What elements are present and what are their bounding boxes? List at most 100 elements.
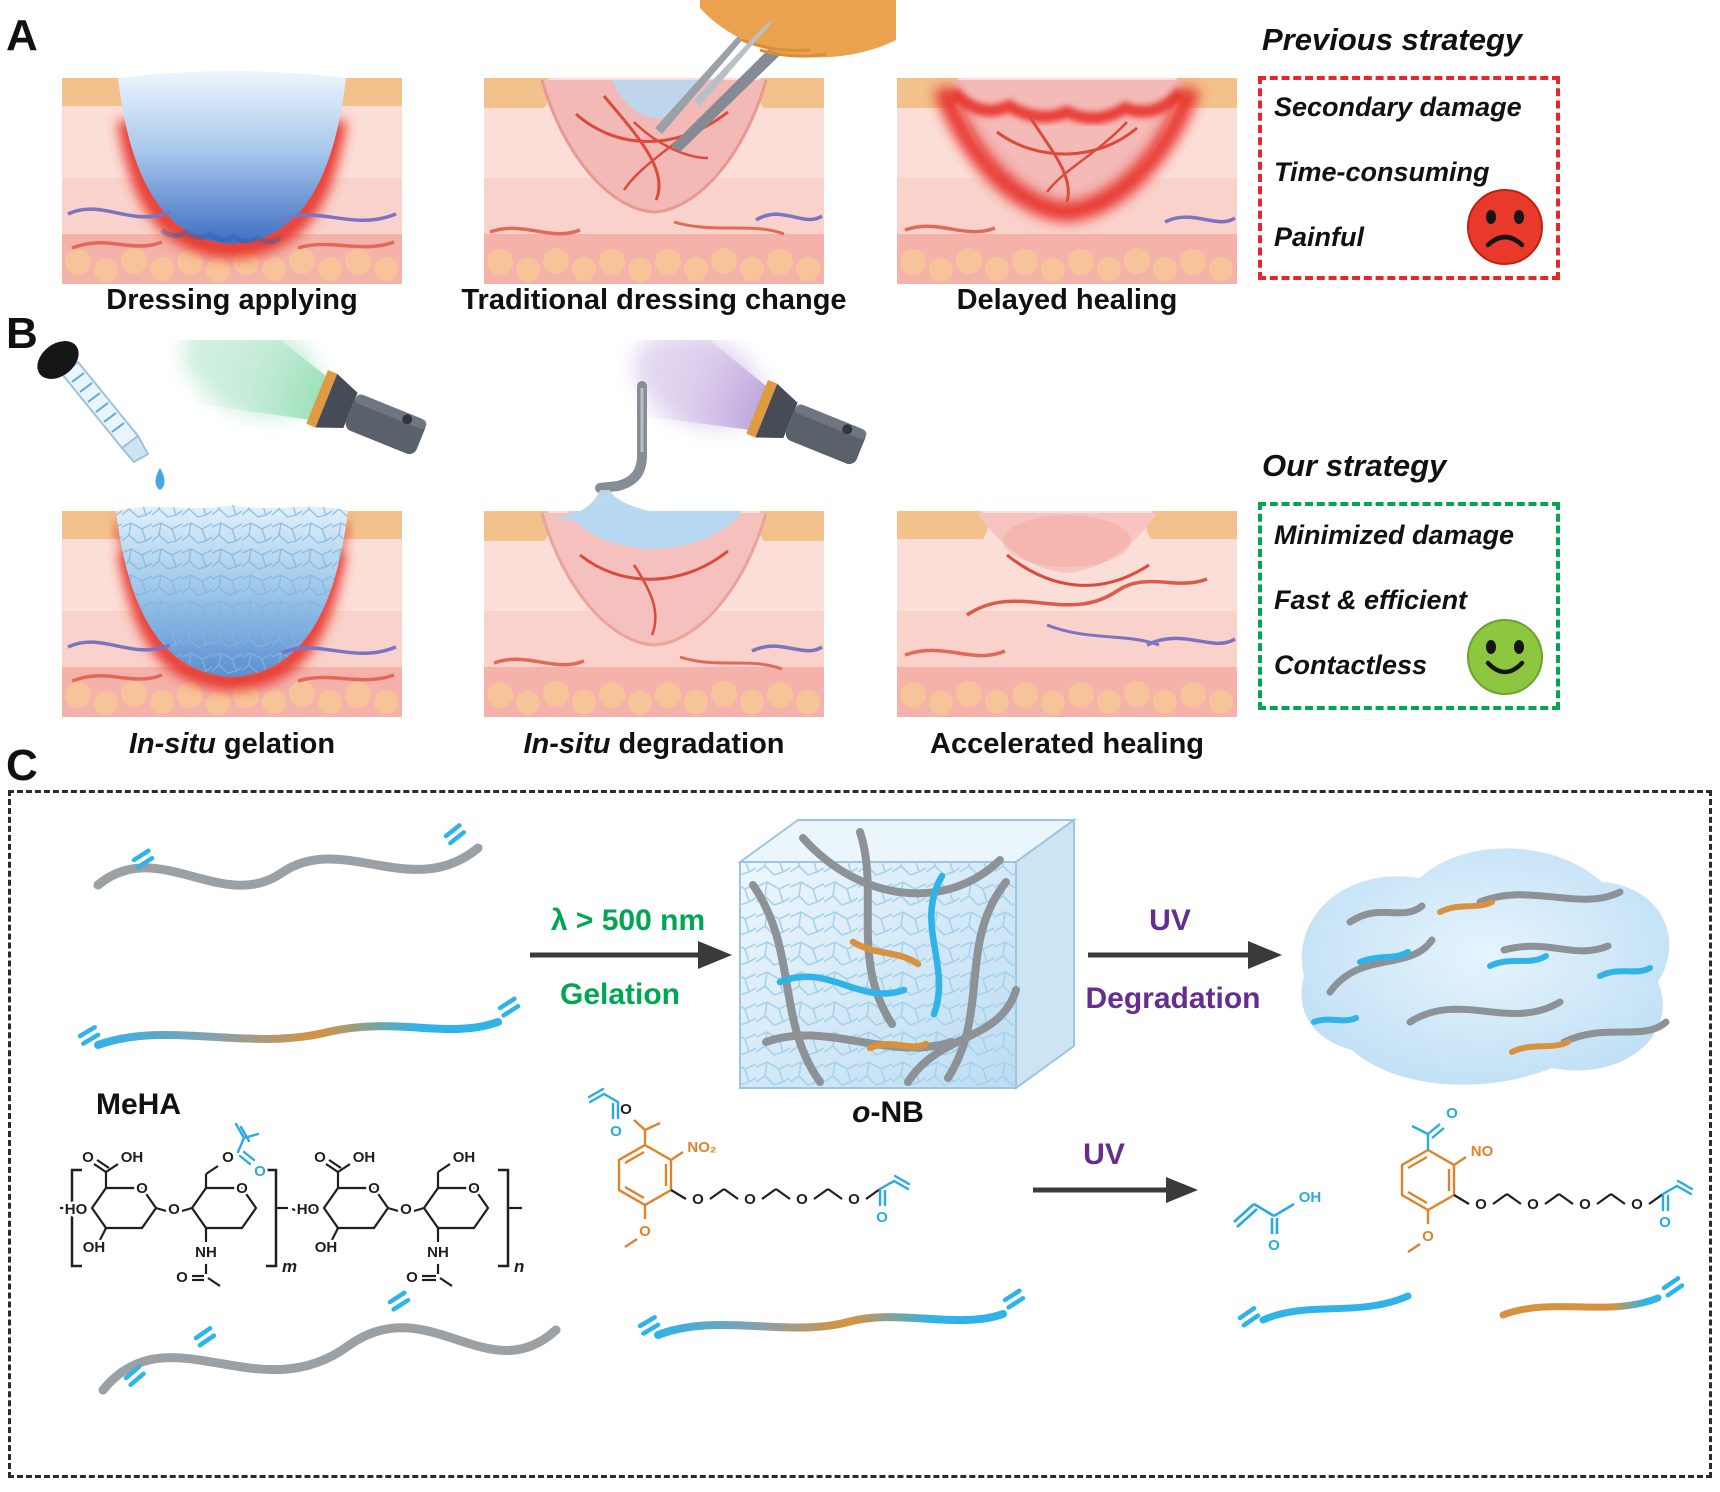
previous-strategy-title: Previous strategy (1262, 22, 1523, 57)
flashlight-green-icon (182, 340, 427, 455)
acrylic-acid-structure: O OH (1233, 1187, 1324, 1257)
meha-strand-bottom (98, 1292, 561, 1395)
cleaved-nitroso-strand (1499, 1278, 1683, 1319)
happy-face-icon (1467, 619, 1543, 695)
svg-text:O: O (236, 1180, 248, 1197)
svg-text:O: O (1422, 1228, 1434, 1245)
sad-face-icon (1467, 189, 1543, 265)
droplet-icon (155, 468, 165, 490)
uv-condition-label: UV (1149, 904, 1191, 937)
svg-text:O: O (82, 1149, 94, 1166)
our-strategy-box: Minimized damage Fast & efficient Contac… (1258, 502, 1560, 710)
meha-label: MeHA (96, 1088, 181, 1121)
cleaved-acrylate-strand (1239, 1292, 1412, 1326)
svg-text:O: O (314, 1149, 326, 1166)
panel-a-illustrations (62, 0, 1237, 284)
svg-text:O: O (254, 1163, 266, 1180)
svg-text:NH: NH (427, 1244, 449, 1261)
svg-text:O: O (1475, 1196, 1487, 1213)
dropper-icon (37, 341, 165, 490)
panel-b-illustrations (37, 340, 1237, 717)
degradation-arrow: UV Degradation (1085, 904, 1282, 1015)
svg-text:HO: HO (297, 1201, 320, 1218)
our-strategy-title: Our strategy (1262, 448, 1447, 483)
svg-text:O: O (639, 1223, 651, 1240)
svg-text:HO: HO (65, 1201, 88, 1218)
degradation-label: Degradation (1085, 982, 1260, 1015)
svg-text:OH: OH (315, 1239, 338, 1256)
svg-text:O: O (368, 1180, 380, 1197)
previous-strategy-item: Painful (1274, 222, 1365, 252)
caption-traditional-change: Traditional dressing change (461, 284, 847, 316)
svg-text:O: O (1268, 1237, 1280, 1254)
our-strategy-item: Minimized damage (1274, 520, 1515, 550)
our-strategy-item: Contactless (1274, 650, 1428, 680)
svg-text:O: O (796, 1191, 808, 1208)
previous-strategy-item: Time-consuming (1274, 157, 1490, 187)
svg-text:O: O (692, 1191, 704, 1208)
svg-text:n: n (514, 1257, 524, 1276)
svg-text:O: O (1527, 1196, 1539, 1213)
svg-text:O: O (1631, 1196, 1643, 1213)
caption-insitu-degradation: In-situ degradation (523, 728, 785, 760)
svg-text:NO: NO (1471, 1143, 1494, 1160)
wound-insitu-degradation (484, 511, 824, 717)
svg-text:O: O (610, 1123, 622, 1140)
meha-polymer-strand (93, 825, 483, 890)
degraded-network (1301, 848, 1670, 1085)
onb-structure: NO₂ O O O O O O O O (587, 1087, 911, 1248)
svg-text:NH: NH (195, 1244, 217, 1261)
caption-delayed-healing: Delayed healing (956, 284, 1178, 316)
svg-text:NO₂: NO₂ (687, 1139, 716, 1156)
svg-text:OH: OH (353, 1149, 376, 1166)
previous-strategy-box: Secondary damage Time-consuming Painful (1258, 76, 1560, 280)
crosslinker-strand-bottom (639, 1290, 1024, 1339)
svg-text:O: O (176, 1269, 188, 1286)
svg-text:O: O (298, 1201, 310, 1218)
svg-text:O: O (1579, 1196, 1591, 1213)
svg-text:O: O (1446, 1105, 1458, 1122)
flashlight-uv-icon (633, 340, 867, 465)
svg-text:m: m (282, 1257, 297, 1276)
crosslinker-strand (79, 998, 519, 1049)
gelation-condition-label: λ > 500 nm (551, 904, 705, 937)
panel-c-border (8, 790, 1712, 1478)
caption-dressing-applying: Dressing applying (106, 284, 358, 316)
gelation-label: Gelation (560, 978, 680, 1011)
svg-text:O: O (848, 1191, 860, 1208)
svg-text:O: O (400, 1201, 412, 1218)
nitroso-product-structure: NO O O O O O O O (1400, 1103, 1694, 1253)
svg-text:O: O (876, 1209, 888, 1226)
wound-traditional-change (484, 78, 824, 284)
meha-structure: O O O OH HO OH O O O NH O m O O O OH HO … (60, 1122, 526, 1289)
caption-accelerated-healing: Accelerated healing (930, 728, 1204, 760)
svg-text:O: O (406, 1269, 418, 1286)
hydrogel-network (736, 818, 1078, 1090)
svg-text:OH: OH (453, 1149, 476, 1166)
caption-insitu-gelation: In-situ gelation (128, 728, 336, 760)
uv-reaction-label: UV (1083, 1138, 1125, 1171)
onb-network-label: o-NB (852, 1096, 924, 1129)
our-strategy-item: Fast & efficient (1274, 585, 1468, 615)
gelation-arrow: λ > 500 nm Gelation (530, 904, 732, 1011)
svg-text:O: O (168, 1201, 180, 1218)
svg-text:O: O (744, 1191, 756, 1208)
svg-text:O: O (620, 1101, 632, 1118)
svg-text:O: O (1659, 1214, 1671, 1231)
hand-tweezers-icon (655, 0, 896, 152)
wound-insitu-gelation (62, 505, 402, 717)
svg-text:O: O (136, 1180, 148, 1197)
svg-text:OH: OH (1299, 1189, 1322, 1206)
previous-strategy-item: Secondary damage (1274, 92, 1522, 122)
svg-text:O: O (222, 1149, 234, 1166)
suction-rod-icon (552, 381, 688, 520)
svg-text:OH: OH (83, 1239, 106, 1256)
uv-reaction-arrow: UV (1033, 1138, 1198, 1203)
panel-c-letter: C (6, 741, 38, 790)
svg-text:OH: OH (121, 1149, 144, 1166)
svg-text:O: O (468, 1180, 480, 1197)
wound-dressing-applying (62, 71, 402, 284)
wound-accelerated-healing (897, 511, 1237, 717)
panel-b-letter: B (6, 309, 38, 358)
